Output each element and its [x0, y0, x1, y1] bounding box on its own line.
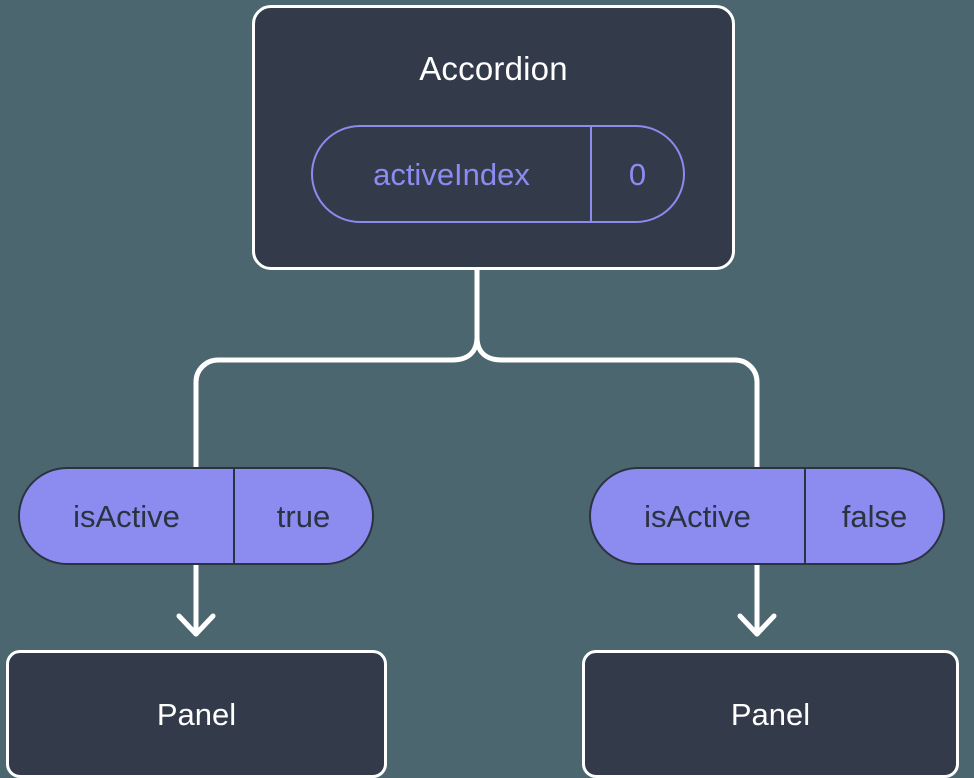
state-badge-active-index: activeIndex 0	[311, 125, 685, 223]
accordion-card: Accordion activeIndex 0	[252, 5, 735, 270]
branch-right-path	[474, 334, 760, 471]
panel-card-left: Panel	[6, 650, 387, 778]
branch-left-path	[193, 334, 480, 471]
prop-value: true	[276, 498, 331, 534]
panel-label: Panel	[730, 696, 811, 732]
prop-badge-is-active-false: isActive false	[589, 467, 945, 565]
prop-key: isActive	[20, 469, 235, 563]
prop-value: false	[841, 498, 908, 534]
state-value: 0	[628, 156, 647, 192]
prop-key: isActive	[591, 469, 806, 563]
page-title: Accordion	[419, 50, 568, 87]
arrow-head-left	[176, 613, 216, 637]
panel-label: Panel	[156, 696, 237, 732]
panel-card-right: Panel	[582, 650, 959, 778]
state-key: activeIndex	[313, 127, 592, 221]
prop-badge-is-active-true: isActive true	[18, 467, 374, 565]
arrow-head-right	[737, 613, 777, 637]
